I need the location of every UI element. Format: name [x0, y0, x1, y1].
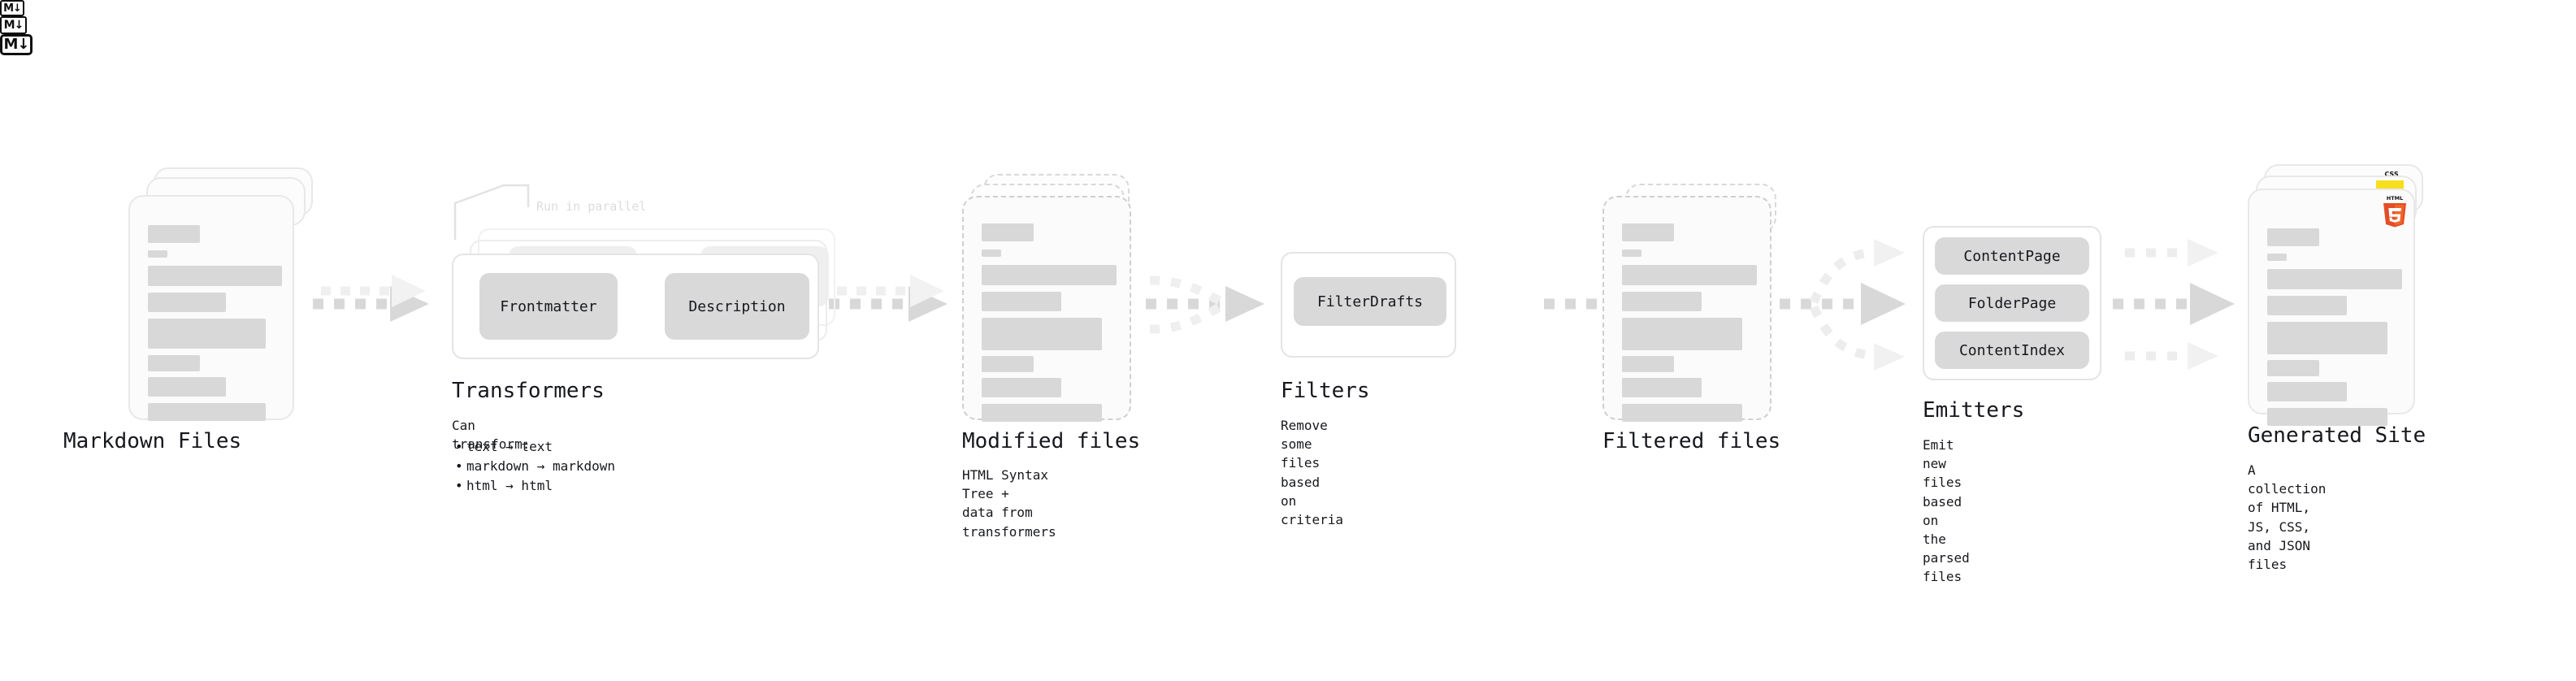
stage-title-filtered-files: Filtered files: [1602, 429, 1781, 453]
skeleton-bar: [148, 355, 200, 371]
skeleton-bar: [1622, 249, 1641, 257]
skeleton-bar: [2267, 322, 2387, 354]
stage-title-emitters: Emitters: [1923, 398, 2025, 423]
skeleton-bar: [2267, 269, 2402, 289]
skeleton-bar: [982, 378, 1061, 397]
stage-title-generated-site: Generated Site: [2248, 423, 2426, 448]
markdown-icon: M↓: [0, 34, 33, 55]
stage-subtitle-modified-files: HTML Syntax Tree + data from transformer…: [962, 467, 1056, 540]
markdown-doc-stack: M↓ M↓ M↓: [0, 0, 313, 421]
stage-title-transformers: Transformers: [452, 379, 605, 403]
transformer-node-description[interactable]: Description: [665, 273, 809, 340]
emitter-node-contentpage[interactable]: ContentPage: [1935, 237, 2089, 275]
skeleton-bar: [1622, 356, 1674, 372]
skeleton-bar: [1622, 223, 1674, 241]
list-item: text → text: [455, 437, 615, 457]
skeleton-bar: [148, 225, 200, 243]
transformers-bullet-list: text → text markdown → markdown html → h…: [452, 437, 615, 496]
stage-subtitle-filters: Remove some files based on criteria: [1281, 418, 1344, 527]
skeleton-bar: [982, 223, 1034, 241]
stage-title-markdown-files: Markdown Files: [63, 429, 242, 453]
skeleton-bar: [148, 403, 266, 421]
skeleton-bar: [982, 265, 1117, 285]
skeleton-bar: [2267, 408, 2387, 426]
stage-title-filters: Filters: [1281, 379, 1370, 403]
stage-generated-site: CSS HTML: [0, 0, 2426, 572]
css-icon-label: CSS: [2384, 171, 2399, 178]
list-item: html → html: [455, 476, 615, 496]
svg-text:HTML: HTML: [2387, 195, 2403, 202]
site-doc-front: [2248, 189, 2415, 426]
filter-node-filterdrafts[interactable]: FilterDrafts: [1294, 277, 1446, 326]
arrow-markdown-to-transformers: [313, 275, 429, 322]
modified-doc-front: [962, 196, 1131, 422]
skeleton-bar: [1622, 265, 1757, 285]
emitter-node-folderpage[interactable]: FolderPage: [1935, 284, 2089, 322]
skeleton-bar: [148, 319, 266, 349]
stage-subtitle-generated-site: A collection of HTML, JS, CSS, and JSON …: [2248, 462, 2327, 572]
skeleton-bar: [2267, 254, 2287, 261]
filtered-doc-front: [1602, 196, 1772, 422]
skeleton-bar: [982, 292, 1061, 311]
skeleton-bar: [148, 266, 282, 286]
skeleton-bar: [1622, 292, 1702, 311]
skeleton-bar: [982, 404, 1102, 422]
markdown-doc-front: [128, 195, 294, 421]
skeleton-bar: [1622, 318, 1742, 350]
transformer-node-frontmatter[interactable]: Frontmatter: [479, 273, 618, 340]
stage-markdown-files: M↓ M↓ M↓ Markdown Files: [0, 0, 313, 453]
arrow-transformers-to-modified: [829, 275, 948, 322]
markdown-icon-back-1: M↓: [0, 16, 27, 34]
skeleton-bar: [2267, 382, 2347, 401]
stage-subtitle-emitters: Emit new files based on the parsed files: [1923, 437, 1970, 585]
arrow-filtered-to-emitters: [1780, 239, 1906, 371]
html5-icon: HTML: [2381, 193, 2409, 228]
markdown-icon-back-2: M↓: [0, 0, 24, 16]
arrow-modified-to-filters: [1146, 275, 1264, 334]
site-doc-stack: CSS HTML: [0, 0, 2423, 426]
skeleton-bar: [148, 377, 226, 397]
skeleton-bar: [2267, 296, 2347, 315]
emitter-node-contentindex[interactable]: ContentIndex: [1935, 332, 2089, 369]
skeleton-bar: [982, 356, 1034, 372]
skeleton-bar: [1622, 378, 1702, 397]
skeleton-bar: [148, 250, 167, 258]
run-in-parallel-label: Run in parallel: [536, 199, 647, 214]
skeleton-bar: [2267, 360, 2319, 376]
stage-title-modified-files: Modified files: [962, 429, 1141, 453]
skeleton-bar: [148, 293, 226, 312]
arrow-emitters-to-site: [2113, 239, 2235, 370]
skeleton-bar: [982, 249, 1001, 257]
skeleton-bar: [1622, 404, 1742, 422]
skeleton-bar: [2267, 228, 2319, 246]
list-item: markdown → markdown: [455, 457, 615, 476]
skeleton-bar: [982, 318, 1102, 350]
